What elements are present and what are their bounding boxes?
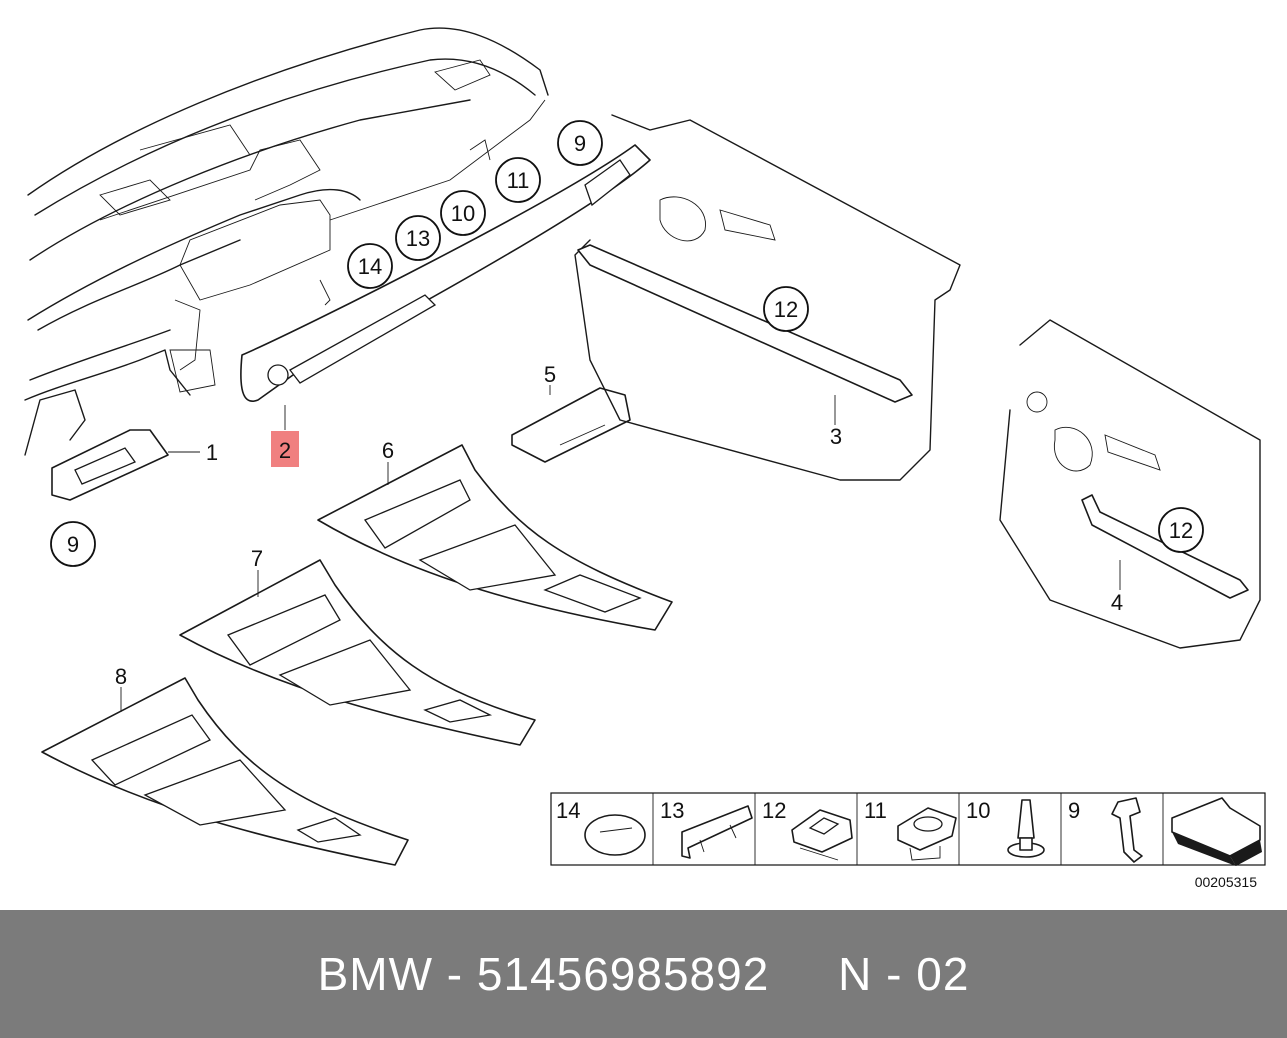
oval-clip-icon [897, 807, 957, 861]
leader-lines [120, 385, 1121, 712]
pin-icon [1007, 799, 1045, 858]
legend-label-10: 10 [966, 798, 990, 823]
callout-12a: 12 [763, 286, 809, 332]
part-3-front-door [574, 114, 961, 481]
part-7-console [179, 559, 536, 746]
callout-13: 13 [395, 215, 441, 261]
legend-label-9: 9 [1068, 798, 1080, 823]
bracket-icon [1111, 797, 1143, 863]
part-2-dash-trim [240, 144, 651, 402]
part-1-left-trim [51, 429, 169, 501]
diagram-number: 00205315 [1195, 874, 1258, 890]
arrow-icon [1171, 797, 1262, 866]
svg-text:9: 9 [574, 131, 586, 156]
callout-9a: 9 [557, 120, 603, 166]
svg-text:14: 14 [358, 254, 382, 279]
svg-text:11: 11 [507, 168, 530, 193]
parts-diagram: 9 11 10 13 14 12 12 9 1 2 3 4 5 6 7 8 [24, 27, 1266, 890]
legend-label-14: 14 [556, 798, 580, 823]
svg-text:10: 10 [451, 201, 475, 226]
svg-text:12: 12 [774, 297, 798, 322]
callout-1: 1 [206, 440, 218, 465]
legend-label-12: 12 [762, 798, 786, 823]
small-parts-legend: 14 13 12 11 10 9 [550, 792, 1266, 866]
callout-3: 3 [830, 424, 842, 449]
footer-bar: BMW - 51456985892 N - 02 [0, 910, 1287, 1038]
part-4-rear-door [999, 319, 1261, 649]
part-8-console [41, 677, 409, 866]
diagram-canvas: 9 11 10 13 14 12 12 9 1 2 3 4 5 6 7 8 [24, 27, 1266, 890]
svg-text:12: 12 [1169, 518, 1193, 543]
callout-5: 5 [544, 362, 556, 387]
part-6-console [317, 444, 673, 631]
callout-2: 2 [279, 438, 291, 463]
part-number-caption: BMW - 51456985892 N - 02 [317, 948, 970, 1000]
callout-10: 10 [440, 190, 486, 236]
part-5-cover [511, 387, 631, 463]
callout-8: 8 [115, 664, 127, 689]
legend-label-11: 11 [864, 798, 887, 823]
legend-label-13: 13 [660, 798, 684, 823]
square-clip-icon [791, 809, 853, 861]
callout-6: 6 [382, 438, 394, 463]
svg-text:9: 9 [67, 532, 79, 557]
callout-4: 4 [1111, 590, 1123, 615]
callout-9b: 9 [50, 521, 96, 567]
callout-12b: 12 [1158, 507, 1204, 553]
dashboard-drawing [24, 27, 549, 456]
callout-11: 11 [495, 157, 541, 203]
svg-text:13: 13 [406, 226, 430, 251]
clip-icon [681, 805, 753, 859]
callout-2-highlight [271, 431, 299, 467]
callout-7: 7 [251, 546, 263, 571]
callout-14: 14 [347, 243, 393, 289]
grommet-icon [584, 814, 646, 856]
